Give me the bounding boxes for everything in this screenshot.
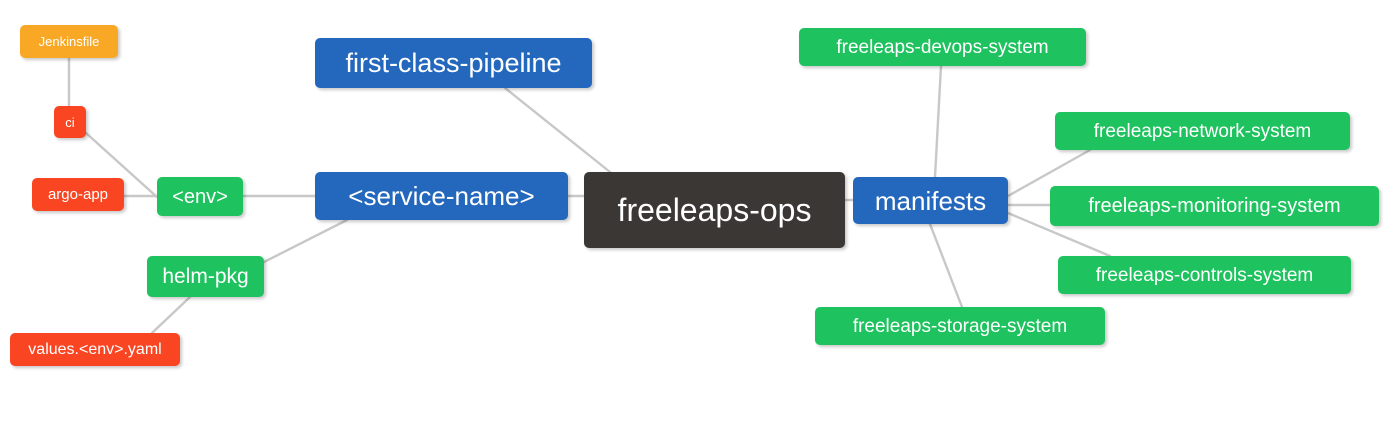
edge-helm-pkg-to-service-name [262, 218, 349, 264]
node-freeleaps-storage-system[interactable]: freeleaps-storage-system [815, 307, 1105, 345]
node-jenkinsfile[interactable]: Jenkinsfile [20, 25, 118, 58]
node-env[interactable]: <env> [157, 177, 243, 216]
node-freeleaps-controls-system[interactable]: freeleaps-controls-system [1058, 256, 1351, 294]
node-values-yaml[interactable]: values.<env>.yaml [10, 333, 180, 366]
edge-first-class-pipeline-to-freeleaps-ops [503, 86, 612, 174]
node-service-name[interactable]: <service-name> [315, 172, 568, 220]
node-ci[interactable]: ci [54, 106, 86, 138]
node-freeleaps-network-system[interactable]: freeleaps-network-system [1055, 112, 1350, 150]
node-freeleaps-ops[interactable]: freeleaps-ops [584, 172, 845, 248]
edge-manifests-to-freeleaps-devops-system [933, 64, 943, 179]
node-freeleaps-monitoring-system[interactable]: freeleaps-monitoring-system [1050, 186, 1379, 226]
node-manifests[interactable]: manifests [853, 177, 1008, 224]
edge-manifests-to-freeleaps-storage-system [928, 222, 964, 309]
node-argo-app[interactable]: argo-app [32, 178, 124, 211]
edge-values-yaml-to-helm-pkg [150, 295, 192, 335]
node-first-class-pipeline[interactable]: first-class-pipeline [315, 38, 592, 88]
node-freeleaps-devops-system[interactable]: freeleaps-devops-system [799, 28, 1086, 66]
node-helm-pkg[interactable]: helm-pkg [147, 256, 264, 297]
